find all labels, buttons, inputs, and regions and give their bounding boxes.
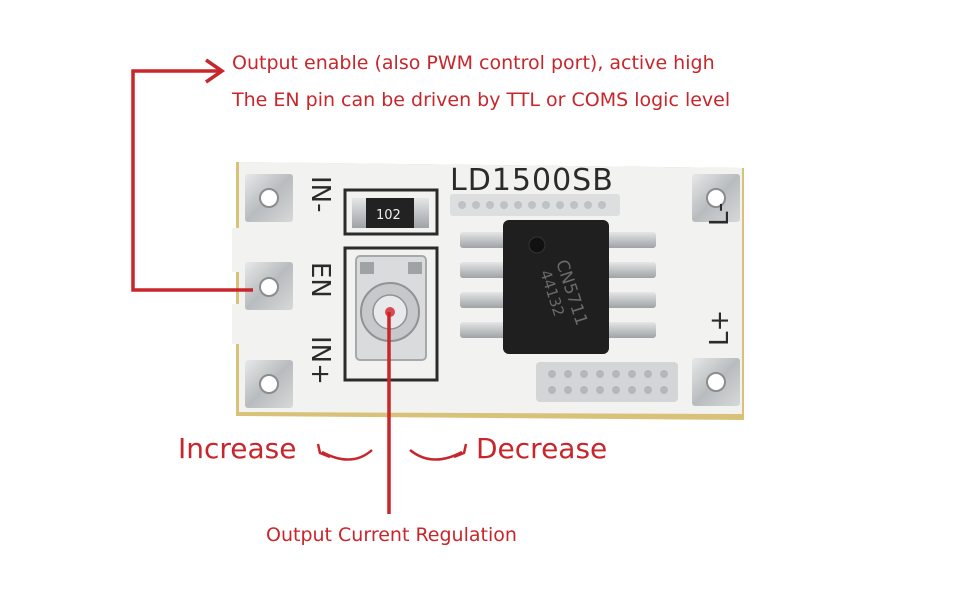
left-tab-2	[232, 304, 242, 344]
pin-label-en: EN	[305, 262, 335, 298]
en-pointer-arrow	[131, 58, 253, 292]
via-field-top	[450, 194, 620, 216]
pad-l-plus	[692, 358, 740, 406]
regulation-label: Output Current Regulation	[266, 524, 517, 546]
ic-chip: CN5711 44132	[503, 220, 609, 354]
potentiometer	[343, 246, 439, 382]
pin-label-in-minus: IN-	[305, 176, 335, 213]
decrease-label: Decrease	[476, 432, 608, 465]
resistor-code: 102	[376, 208, 401, 223]
increase-label: Increase	[178, 432, 297, 465]
pin-label-l-plus: L+	[705, 310, 735, 346]
decrease-arrow-icon	[409, 443, 468, 461]
increase-arrow-icon	[316, 443, 373, 461]
pad-l-minus	[692, 174, 740, 222]
pad-in-plus	[245, 360, 293, 408]
board-model-label: LD1500SB	[450, 163, 614, 198]
pad-en	[245, 262, 293, 310]
enable-description-line-1: Output enable (also PWM control port), a…	[232, 52, 715, 74]
resistor: 102	[343, 188, 439, 236]
chip-legs	[460, 232, 656, 338]
pin-label-l-minus: L-	[705, 203, 735, 226]
left-tab	[232, 228, 242, 272]
pin-label-in-plus: IN+	[305, 336, 335, 385]
pad-in-minus	[245, 174, 293, 222]
via-field-bottom	[536, 362, 678, 402]
enable-description-line-2: The EN pin can be driven by TTL or COMS …	[232, 89, 731, 111]
